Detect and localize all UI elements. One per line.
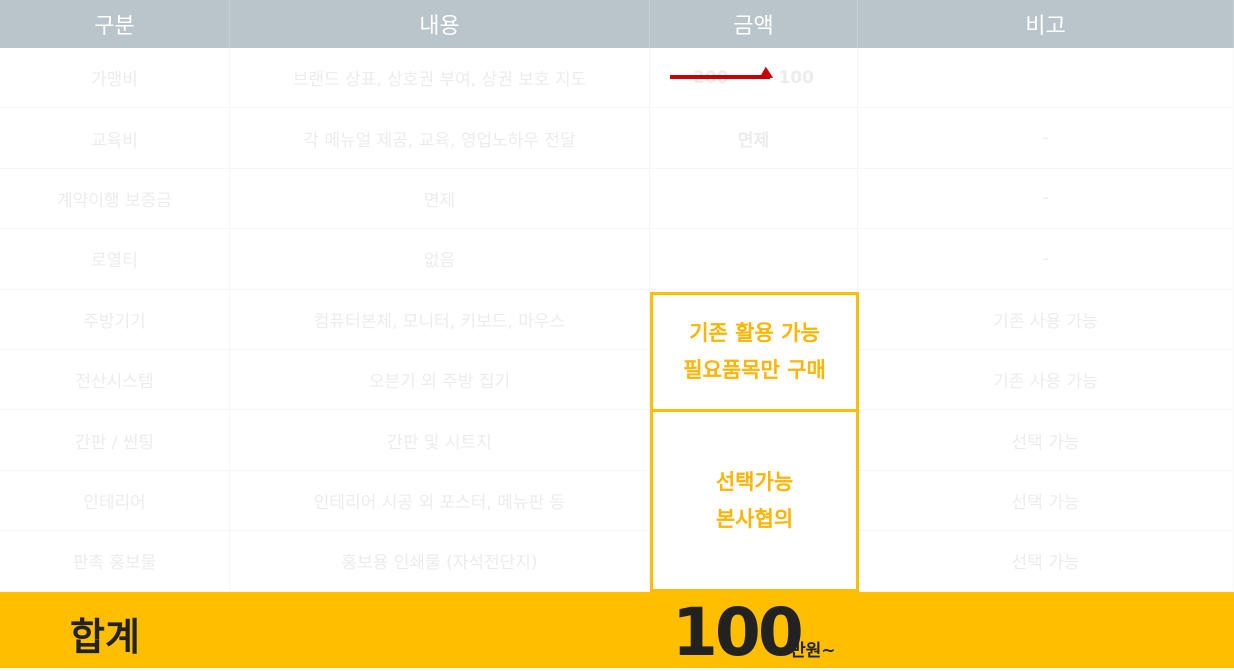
total-value: 100 [672,594,804,671]
cell-content: 컴퓨터본체, 모니터, 키보드, 마우스 [230,289,650,349]
cell-content: 면제 [230,168,650,229]
cell-amount [650,229,858,289]
cell-note: - [858,108,1234,168]
cell-amount: 면제 [650,108,858,168]
total-unit: 만원~ [790,641,836,661]
cell-note: 선택 가능 [858,410,1234,470]
cell-category: 인테리어 [0,470,230,531]
header-amount: 금액 [650,0,858,48]
cell-content: 각 메뉴얼 제공, 교육, 영업노하우 전달 [230,108,650,168]
cell-note: 기존 사용 가능 [858,289,1234,349]
cell-content: 없음 [230,229,650,289]
table-row: 간판 / 썬팅 간판 및 시트지 선택 가능 [0,410,1234,471]
cell-note: - [858,229,1234,289]
cell-amount [650,168,858,229]
cell-note: 기존 사용 가능 [858,349,1234,410]
total-label: 합계 [70,615,140,659]
table-body: 가맹비 브랜드 상표, 상호권 부여, 상권 보호 지도 200 100 교육비… [0,48,1234,592]
cell-note: 선택 가능 [858,470,1234,531]
cell-category: 간판 / 썬팅 [0,410,230,470]
box-line: 필요품목만 구매 [683,358,826,382]
cell-note: - [858,168,1234,229]
table-row: 인테리어 인테리어 시공 외 포스터, 메뉴판 등 선택 가능 [0,470,1234,532]
header-content: 내용 [230,0,650,48]
cell-category: 주방기기 [0,289,230,349]
table-row: 전산시스템 오븐기 외 주방 집기 기존 사용 가능 [0,349,1234,411]
cell-content: 홍보용 인쇄물 (자석전단지) [230,531,650,591]
arrow-right-icon [759,66,777,84]
total-bar: 합계 100 만원~ [0,592,1234,671]
box-line: 기존 활용 가능 [689,321,820,345]
cell-note: 선택 가능 [858,531,1234,591]
table-row: 교육비 각 메뉴얼 제공, 교육, 영업노하우 전달 면제 - [0,108,1234,169]
box-line: 본사협의 [715,506,794,531]
cell-content: 브랜드 상표, 상호권 부여, 상권 보호 지도 [230,48,650,108]
cell-amount: 200 100 [650,48,858,108]
table-row: 주방기기 컴퓨터본체, 모니터, 키보드, 마우스 기존 사용 가능 [0,289,1234,350]
cell-category: 교육비 [0,108,230,168]
new-amount: 100 [778,67,815,88]
cell-category: 계약이행 보증금 [0,168,230,229]
cell-category: 판촉 홍보물 [0,531,230,591]
highlight-box-optional: 선택가능 본사협의 [650,409,859,592]
box-line: 선택가능 [715,469,794,494]
cell-content: 인테리어 시공 외 포스터, 메뉴판 등 [230,470,650,531]
cell-note [858,48,1234,108]
cell-category: 가맹비 [0,48,230,108]
cell-category: 전산시스템 [0,349,230,410]
table-row: 계약이행 보증금 면제 - [0,168,1234,230]
table-header: 구분 내용 금액 비고 [0,0,1234,48]
cell-content: 오븐기 외 주방 집기 [230,349,650,410]
highlight-box-existing: 기존 활용 가능 필요품목만 구매 [650,292,859,412]
strike-arrow-line [670,75,770,79]
table-row: 로열티 없음 - [0,229,1234,290]
header-category: 구분 [0,0,230,48]
cell-content: 간판 및 시트지 [230,410,650,470]
table-row: 가맹비 브랜드 상표, 상호권 부여, 상권 보호 지도 200 100 [0,48,1234,109]
table-row: 판촉 홍보물 홍보용 인쇄물 (자석전단지) 선택 가능 [0,531,1234,592]
cell-category: 로열티 [0,229,230,289]
header-note: 비고 [858,0,1234,48]
